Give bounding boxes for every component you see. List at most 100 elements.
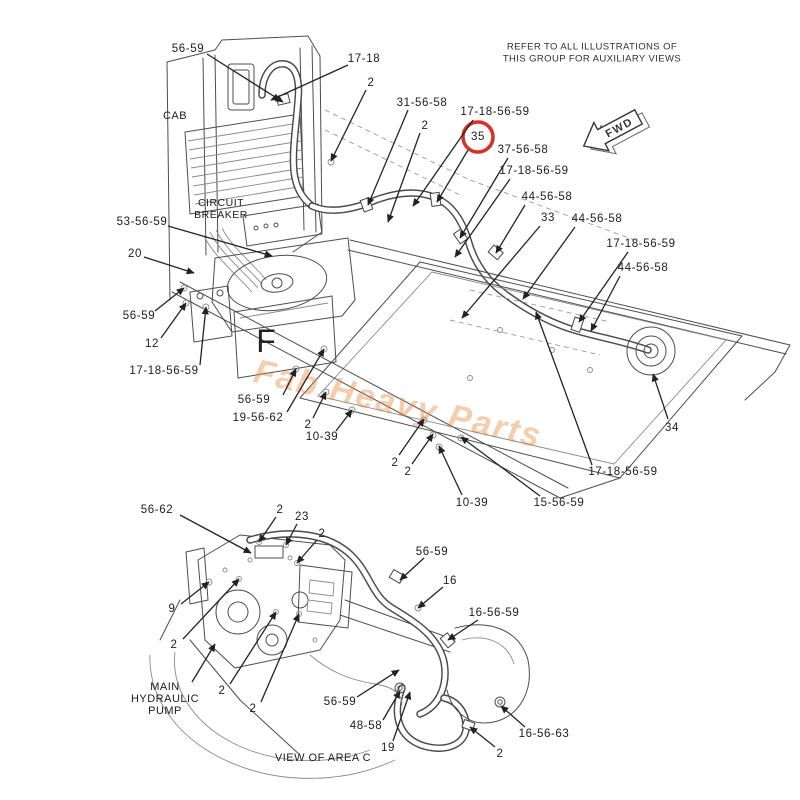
callout: 56-59 — [238, 368, 297, 406]
leader-line — [258, 516, 277, 543]
leader-line — [180, 581, 210, 605]
part-number-label: 2 — [250, 703, 257, 715]
circuit-breaker-label-line1: CIRCUIT — [198, 197, 244, 209]
part-number-label: 10-39 — [306, 431, 338, 443]
part-number-label: 56-59 — [416, 546, 448, 558]
callout: 2 — [469, 726, 504, 760]
callout: 2 — [392, 418, 425, 469]
leader-line — [229, 611, 277, 685]
main-hydraulic-pump-label-line3: PUMP — [148, 705, 182, 717]
leader-line — [459, 157, 509, 239]
leader-line — [461, 225, 541, 319]
callout: 16 — [417, 575, 457, 609]
leader-line — [143, 256, 195, 275]
callout: 56-62 — [141, 504, 252, 554]
callout: 20 — [128, 248, 195, 275]
leader-line — [286, 348, 325, 413]
callout: 15-56-59 — [460, 436, 585, 509]
callout: 10-39 — [306, 409, 353, 443]
part-number-label: 34 — [665, 422, 679, 434]
callout: 56-59 — [123, 287, 185, 322]
callout: 2 — [219, 611, 277, 697]
main-hydraulic-pump-label-line1: MAIN — [150, 681, 180, 693]
leader-line — [167, 225, 273, 258]
part-number-label: 2 — [277, 504, 284, 516]
watermark-text: Fab Heavy Parts — [250, 352, 546, 455]
leader-line — [312, 391, 327, 419]
leader-line — [330, 89, 367, 162]
part-number-label: 56-59 — [123, 310, 155, 322]
part-number-label: 37-56-58 — [498, 144, 549, 156]
cab-label: CAB — [163, 110, 187, 122]
pump-leader-line — [191, 643, 216, 683]
highlight-circle — [461, 120, 495, 154]
callout: 17-18 — [270, 53, 380, 101]
part-number-label: 12 — [145, 338, 159, 350]
callout: 2 — [296, 528, 325, 564]
part-number-label: 16-56-63 — [519, 728, 570, 740]
part-number-label: 44-56-58 — [572, 213, 623, 225]
callout: 33 — [461, 212, 555, 319]
leader-line — [398, 418, 425, 456]
callout: 44-56-58 — [495, 191, 572, 254]
leader-line — [412, 119, 474, 207]
part-number-label: 9 — [169, 603, 176, 615]
callout: 19-56-62 — [233, 348, 325, 424]
leader-line — [522, 226, 576, 300]
lower-diagram-linework — [149, 530, 530, 779]
leader-line — [469, 726, 496, 748]
callout: 2 — [387, 120, 428, 223]
part-number-label: 17-18-56-59 — [499, 165, 568, 177]
leader-line — [411, 433, 434, 465]
part-number-label: 35 — [471, 131, 485, 143]
part-number-label: 53-56-59 — [117, 216, 168, 228]
callout: 16-56-63 — [500, 705, 570, 740]
part-callouts: 56-5917-18231-56-5817-18-56-59237-56-581… — [117, 43, 679, 760]
main-hydraulic-pump-label-line2: HYDRAULIC — [131, 693, 199, 705]
callout: 56-59 — [324, 669, 400, 708]
view-of-area-c-caption: VIEW OF AREA C — [275, 752, 371, 764]
callout: 2 — [330, 77, 374, 162]
callout: 2 — [171, 578, 240, 651]
leader-line — [500, 705, 526, 728]
callout: 16-56-59 — [447, 607, 519, 641]
leader-line — [454, 178, 511, 258]
callout: 10-39 — [438, 445, 488, 509]
leader-line — [160, 302, 187, 339]
part-number-label: 2 — [497, 748, 504, 760]
leader-line — [285, 523, 298, 546]
upper-diagram-linework — [166, 35, 791, 499]
leader-line — [154, 287, 185, 312]
callout: 56-59 — [399, 546, 448, 581]
part-number-label: 2 — [405, 466, 412, 478]
leader-line — [296, 539, 318, 564]
part-number-label: 16 — [443, 575, 457, 587]
part-number-label: 2 — [219, 685, 226, 697]
callout: 9 — [169, 581, 210, 615]
part-number-label: 56-59 — [238, 394, 270, 406]
callout: 31-56-58 — [367, 97, 448, 206]
leader-line — [417, 586, 444, 609]
part-number-label: 15-56-59 — [534, 497, 585, 509]
part-number-label: 33 — [541, 212, 555, 224]
callout: 12 — [145, 302, 187, 350]
part-number-label: 31-56-58 — [397, 97, 448, 109]
callout: 17-18-56-59 — [578, 238, 675, 323]
part-number-label: 17-18-56-59 — [129, 365, 198, 377]
auxiliary-views-note-line1: REFER TO ALL ILLUSTRATIONS OF — [507, 42, 677, 53]
part-number-label: 2 — [171, 639, 178, 651]
leader-line — [590, 275, 621, 332]
callout: 48-58 — [350, 690, 401, 732]
leader-line — [270, 64, 349, 101]
callout: 2 — [250, 613, 300, 715]
leader-line — [335, 409, 353, 432]
auxiliary-views-note-line2: THIS GROUP FOR AUXILIARY VIEWS — [503, 54, 681, 65]
callout: 23 — [285, 511, 308, 546]
highlighted-callout-35: 35 — [436, 120, 495, 203]
callout: 44-56-58 — [590, 262, 668, 332]
leader-line — [535, 311, 593, 466]
leader-line — [282, 368, 297, 396]
leader-line — [356, 669, 400, 698]
callout: 17-18-56-59 — [412, 106, 529, 207]
